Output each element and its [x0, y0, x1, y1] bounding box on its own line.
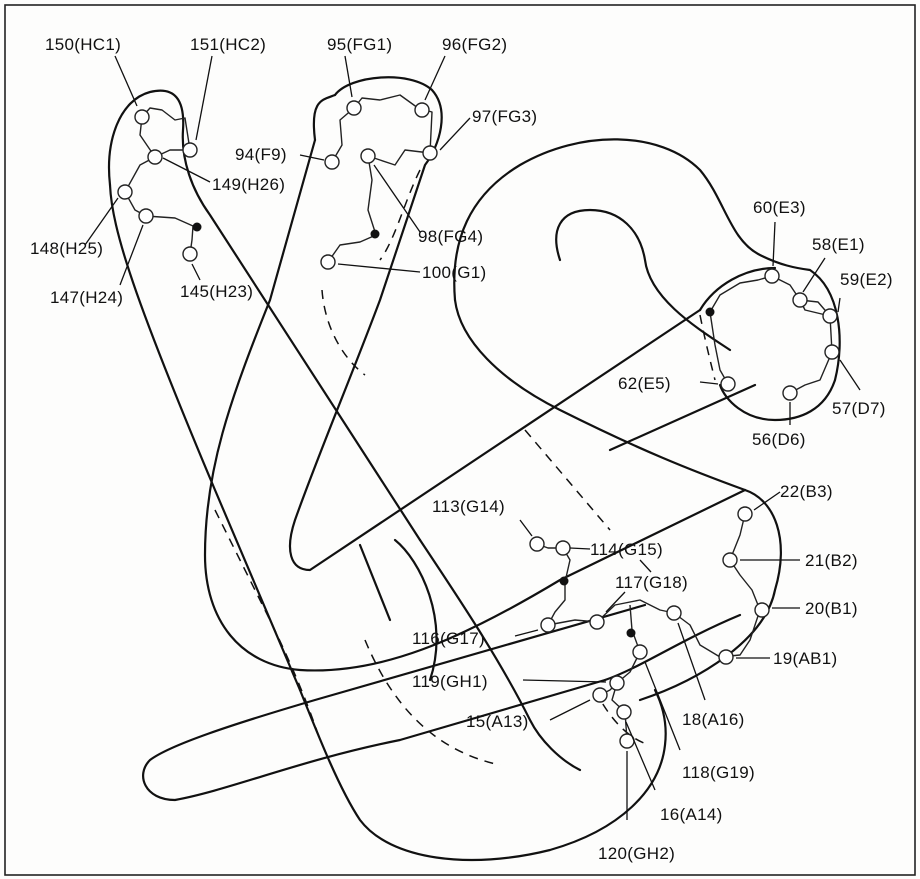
- residue-18-a16: [667, 606, 681, 620]
- label-h26: 149(H26): [212, 175, 285, 194]
- residue-15-a13: [593, 688, 607, 702]
- residue-117-g18: [590, 615, 604, 629]
- label-b2: 21(B2): [805, 551, 858, 570]
- residue-116-g17: [541, 618, 555, 632]
- residue-dot-h: [193, 223, 202, 232]
- residue-97-fg3: [423, 146, 437, 160]
- label-ab1: 19(AB1): [773, 649, 837, 668]
- residue-59-e2: [823, 309, 837, 323]
- label-g17: 116(G17): [412, 629, 485, 648]
- label-d7: 57(D7): [832, 399, 886, 418]
- residue-149-h26: [148, 150, 162, 164]
- residue-147-h24: [139, 209, 153, 223]
- label-f9: 94(F9): [235, 145, 287, 164]
- label-fg3: 97(FG3): [472, 107, 537, 126]
- residue-22-b3: [738, 507, 752, 521]
- residue-21-b2: [723, 553, 737, 567]
- residue-150-hc1: [135, 110, 149, 124]
- label-gh2: 120(GH2): [598, 844, 675, 863]
- residue-151-hc2: [183, 143, 197, 157]
- residue-118-g19: [633, 645, 647, 659]
- label-gh1: 119(GH1): [412, 672, 488, 691]
- label-g18: 117(G18): [615, 573, 688, 592]
- residue-dot-a17: [627, 629, 636, 638]
- residue-dot-e: [706, 308, 715, 317]
- residue-119-gh1: [610, 676, 624, 690]
- residue-58-e1: [793, 293, 807, 307]
- residue-56-d6: [783, 386, 797, 400]
- residue-95-fg1: [347, 101, 361, 115]
- residue-20-b1: [755, 603, 769, 617]
- label-g14: 113(G14): [432, 497, 505, 516]
- label-b3: 22(B3): [780, 482, 833, 501]
- label-g15: 114(G15): [590, 540, 663, 559]
- residue-57-d7: [825, 345, 839, 359]
- residue-60-e3: [765, 269, 779, 283]
- residue-94-f9: [325, 155, 339, 169]
- label-h25: 148(H25): [30, 239, 103, 258]
- residue-96-fg2: [415, 103, 429, 117]
- label-a16: 18(A16): [682, 710, 745, 729]
- backbone-tube: [109, 77, 840, 860]
- label-e5: 62(E5): [618, 374, 671, 393]
- residue-markers: [118, 101, 839, 748]
- label-e3: 60(E3): [753, 198, 806, 217]
- label-h24: 147(H24): [50, 288, 123, 307]
- residue-114-g15: [556, 541, 570, 555]
- residue-19-ab1: [719, 650, 733, 664]
- label-hc1: 150(HC1): [45, 35, 121, 54]
- label-e2: 59(E2): [840, 270, 893, 289]
- residue-dot-g16: [560, 577, 569, 586]
- residue-dot-g: [371, 230, 380, 239]
- label-e1: 58(E1): [812, 235, 865, 254]
- label-g19: 118(G19): [682, 763, 755, 782]
- label-h23: 145(H23): [180, 282, 253, 301]
- residue-148-h25: [118, 185, 132, 199]
- residue-98-fg4: [361, 149, 375, 163]
- residue-62-e5: [721, 377, 735, 391]
- label-fg2: 96(FG2): [442, 35, 507, 54]
- residue-100-g1: [321, 255, 335, 269]
- residue-145-h23: [183, 247, 197, 261]
- residue-16-a14: [617, 705, 631, 719]
- label-hc2: 151(HC2): [190, 35, 266, 54]
- leader-lines: [85, 56, 860, 820]
- label-fg1: 95(FG1): [327, 35, 392, 54]
- label-fg4: 98(FG4): [418, 227, 483, 246]
- residue-113-g14: [530, 537, 544, 551]
- label-a14: 16(A14): [660, 805, 723, 824]
- label-d6: 56(D6): [752, 430, 806, 449]
- label-a13: 15(A13): [466, 712, 529, 731]
- label-b1: 20(B1): [805, 599, 858, 618]
- label-g1: 100(G1): [422, 263, 486, 282]
